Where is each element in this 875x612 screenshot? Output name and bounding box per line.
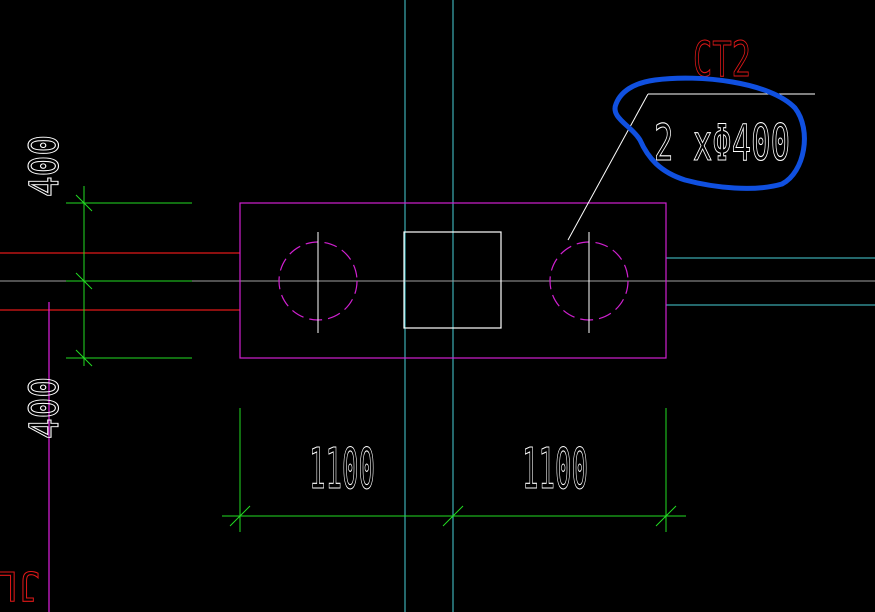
edge-label-beam[interactable]: JL bbox=[0, 561, 41, 608]
slash-tick-icon bbox=[75, 194, 93, 212]
pile-cap-outline[interactable] bbox=[239, 202, 667, 359]
highlight-circle-annotation bbox=[612, 75, 807, 191]
slash-tick-icon bbox=[75, 349, 93, 367]
pile-spec-label[interactable]: 2 xΦ400 bbox=[653, 113, 790, 172]
column-square[interactable] bbox=[403, 231, 502, 329]
dimension-vertical-left bbox=[66, 186, 192, 367]
slash-tick-icon bbox=[655, 505, 677, 527]
dim-text-right-span[interactable]: 1100 bbox=[521, 436, 588, 502]
dim-text-vertical-top[interactable]: 400 bbox=[21, 134, 68, 197]
pile-left[interactable] bbox=[278, 232, 358, 333]
slash-tick-icon bbox=[75, 272, 93, 290]
dim-text-left-span[interactable]: 1100 bbox=[308, 436, 375, 502]
leader-diagonal bbox=[567, 93, 649, 241]
slash-tick-icon bbox=[442, 505, 464, 527]
pile-right[interactable] bbox=[549, 232, 629, 333]
slash-tick-icon bbox=[229, 505, 251, 527]
dimension-horizontal-bottom bbox=[222, 408, 686, 532]
axis-lines bbox=[404, 0, 875, 612]
beam-lines bbox=[0, 252, 240, 311]
label-leader bbox=[567, 93, 815, 241]
dim-text-vertical-bottom[interactable]: 400 bbox=[21, 376, 68, 439]
